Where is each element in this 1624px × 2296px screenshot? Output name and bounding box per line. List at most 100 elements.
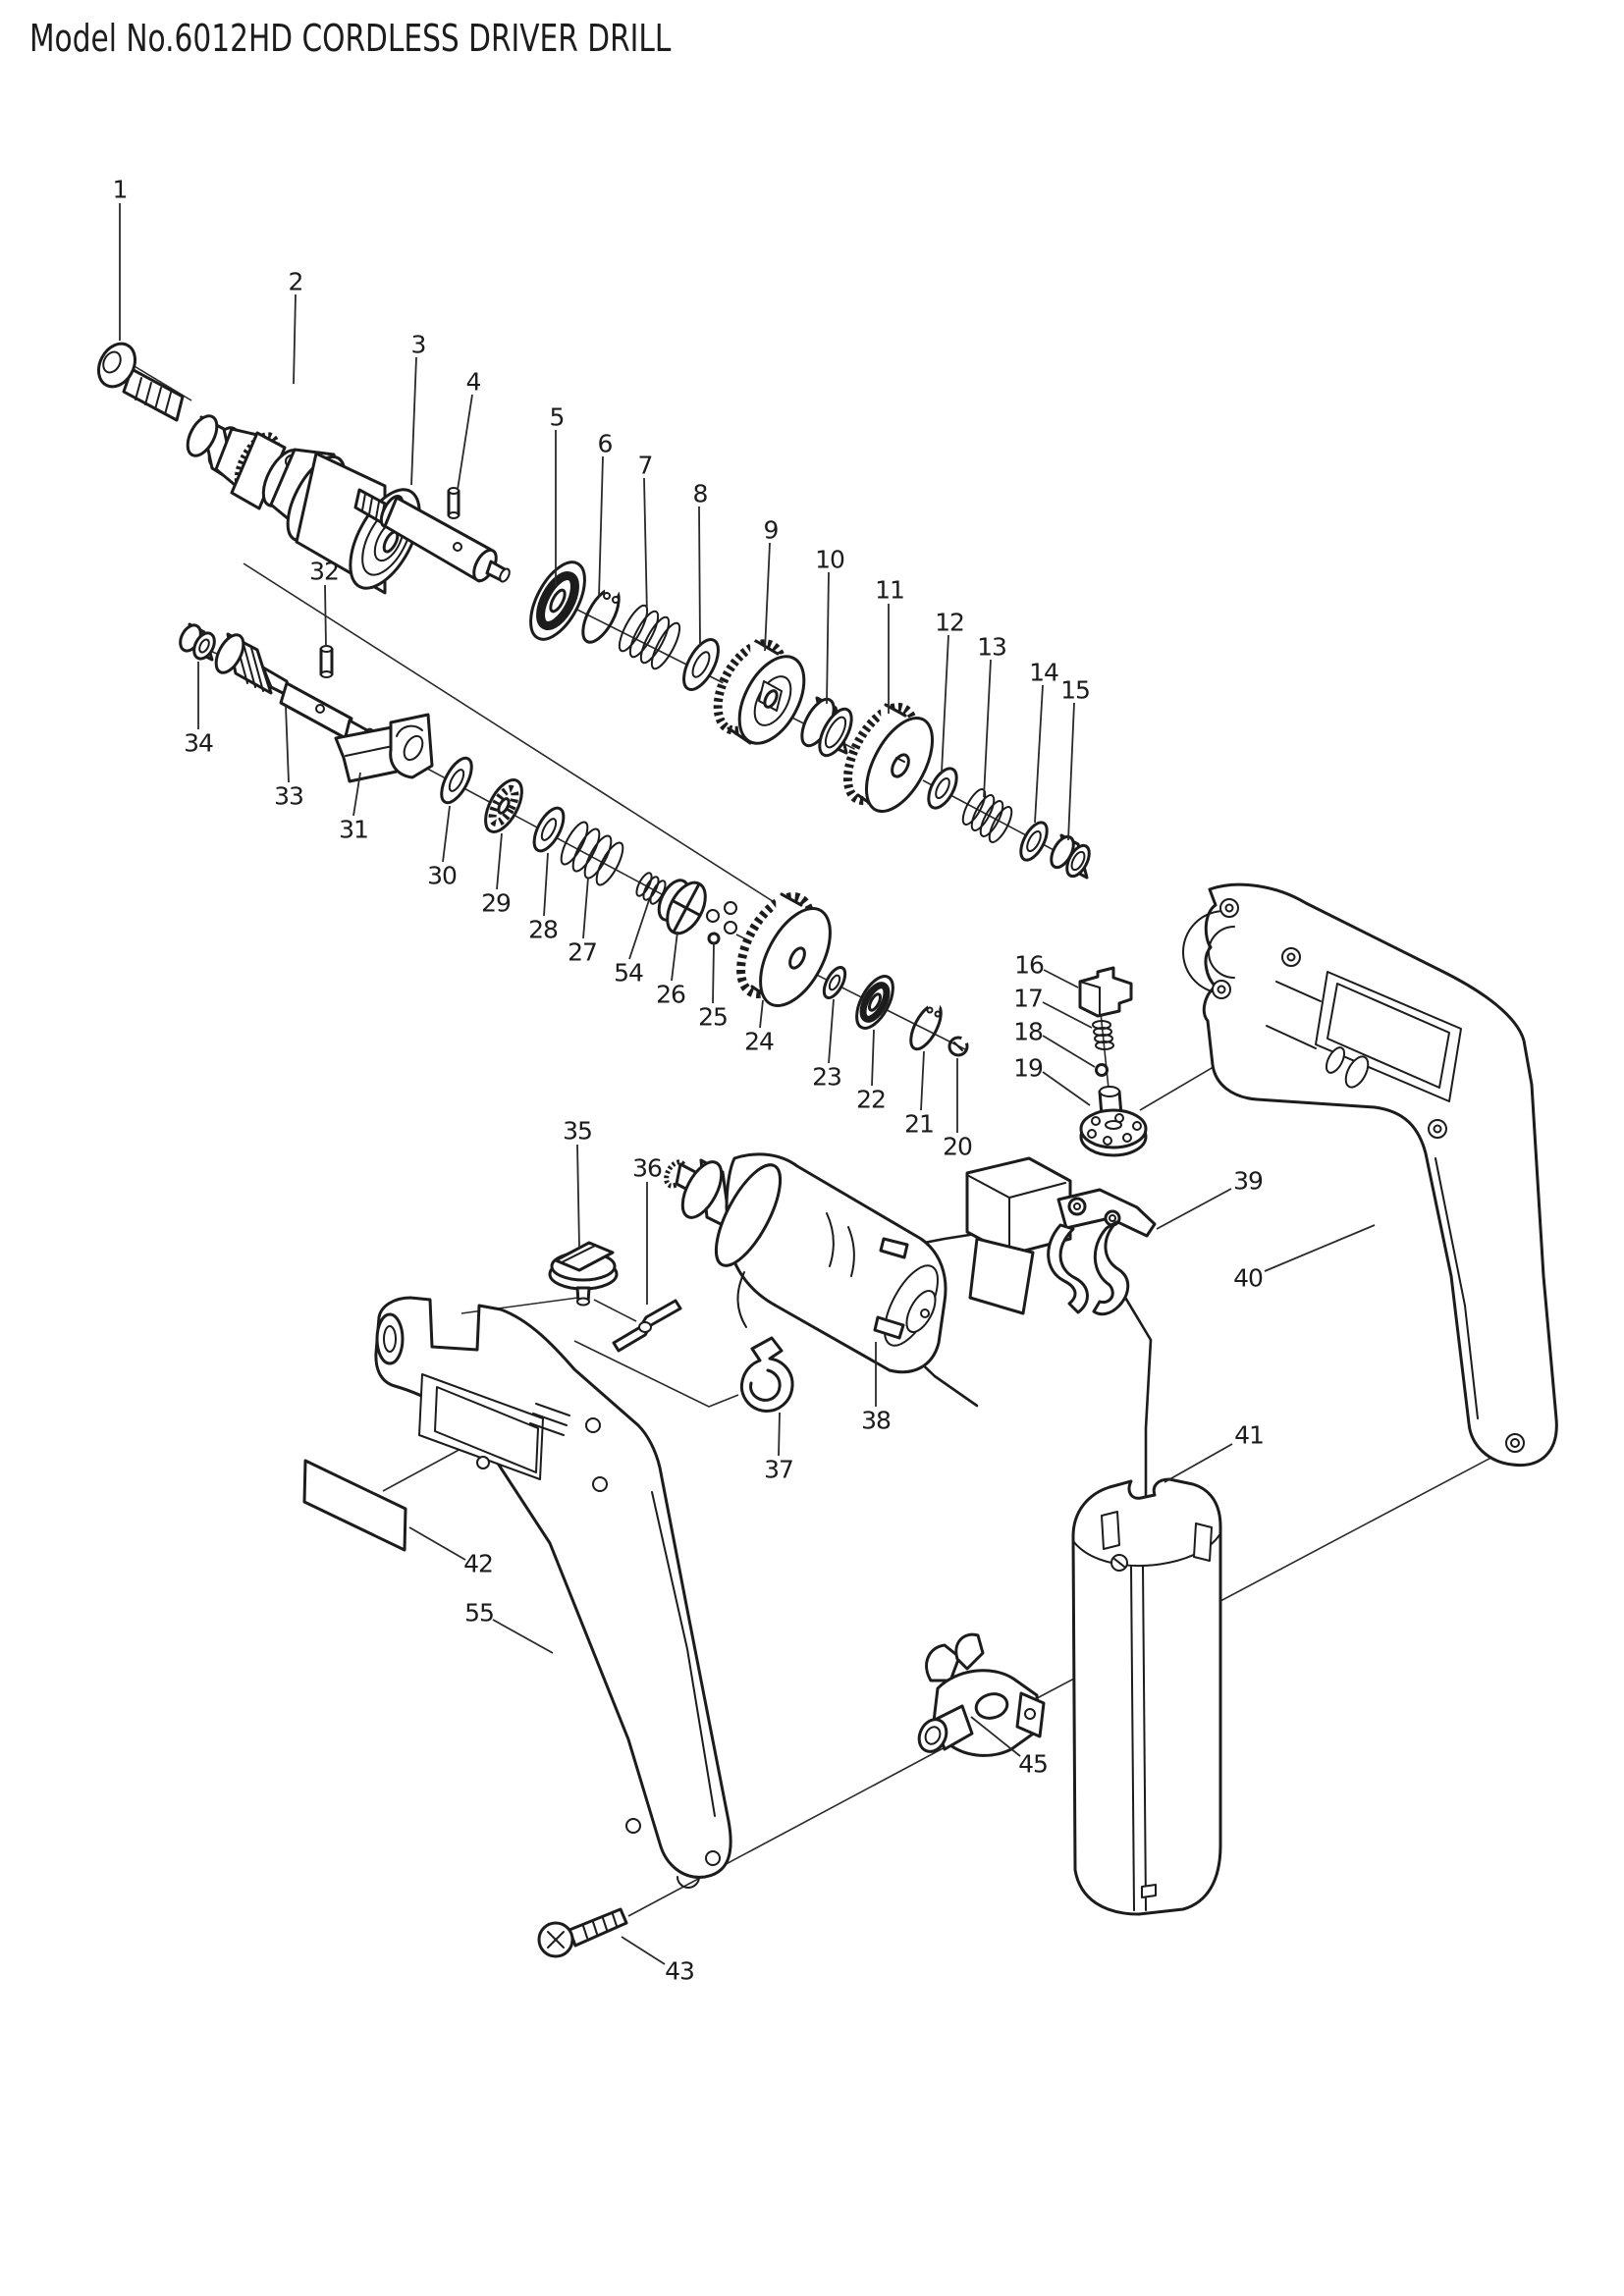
part-callout-7: 7	[638, 452, 653, 616]
part-number-29: 29	[481, 889, 511, 918]
part-callout-6: 6	[598, 430, 614, 598]
leader-line-41	[1164, 1443, 1233, 1483]
part-number-21: 21	[904, 1110, 934, 1139]
part-25-balls-drawing	[706, 901, 737, 945]
part-number-39: 39	[1233, 1167, 1263, 1196]
leader-line-43	[621, 1936, 666, 1965]
part-38-motor-drawing	[664, 1152, 947, 1374]
part-45-bracket-drawing	[917, 1632, 1046, 1757]
part-1-screw-drawing	[97, 342, 185, 422]
part-callout-12: 12	[935, 609, 965, 774]
part-callout-10: 10	[815, 546, 845, 705]
artwork-layer	[97, 342, 1558, 1958]
part-number-12: 12	[935, 609, 964, 637]
part-number-2: 2	[289, 268, 303, 296]
leader-line-17	[1042, 1001, 1093, 1029]
part-number-36: 36	[632, 1154, 662, 1183]
construction-line-4	[573, 1340, 739, 1408]
part-number-45: 45	[1018, 1750, 1048, 1779]
part-3-spindle-drawing	[353, 488, 511, 583]
part-number-34: 34	[184, 729, 213, 758]
part-number-27: 27	[568, 938, 597, 967]
leader-line-31	[352, 772, 361, 817]
part-number-14: 14	[1029, 659, 1058, 687]
part-number-33: 33	[274, 782, 303, 811]
part-number-35: 35	[563, 1117, 592, 1146]
part-2-chuck-drawing	[186, 414, 421, 595]
leader-line-18	[1042, 1035, 1096, 1068]
construction-line-1	[243, 562, 826, 935]
part-callout-34: 34	[184, 662, 214, 758]
part-23-washer-drawing	[822, 966, 847, 999]
leader-line-6	[598, 455, 604, 598]
part-55-housing-left-drawing	[374, 1296, 732, 1889]
part-callout-5: 5	[550, 403, 565, 586]
part-number-30: 30	[427, 862, 457, 890]
part-number-4: 4	[466, 368, 481, 397]
leader-line-40	[1264, 1224, 1376, 1272]
part-labels-layer: 1234567891011121314151617181920212223242…	[113, 176, 1376, 1986]
construction-lines-layer	[132, 364, 1518, 1917]
part-callout-29: 29	[481, 832, 512, 918]
part-number-11: 11	[875, 576, 904, 605]
part-20-eclip-drawing	[947, 1036, 969, 1057]
part-callout-11: 11	[875, 576, 905, 714]
part-callout-36: 36	[632, 1154, 663, 1305]
part-13-spring-drawing	[961, 788, 1013, 843]
leader-line-55	[492, 1619, 554, 1654]
part-callout-14: 14	[1029, 659, 1059, 824]
part-27-spring-drawing	[560, 821, 624, 886]
part-callout-24: 24	[744, 999, 775, 1056]
leader-line-25	[712, 942, 715, 1004]
part-callout-20: 20	[943, 1058, 973, 1161]
part-number-18: 18	[1013, 1018, 1043, 1046]
part-12-washer-drawing	[927, 767, 958, 810]
part-35-knob-drawing	[548, 1241, 619, 1307]
part-22-bearing-drawing	[855, 975, 894, 1030]
part-number-38: 38	[861, 1407, 891, 1435]
part-number-42: 42	[463, 1550, 493, 1578]
part-callout-16: 16	[1014, 951, 1079, 988]
part-26-gear-drawing	[657, 879, 707, 935]
part-5-bearing-drawing	[529, 561, 586, 641]
part-number-32: 32	[309, 558, 339, 586]
lead-wire-2	[1108, 1269, 1153, 1502]
leader-line-37	[778, 1412, 781, 1457]
part-29-clutch-plate-drawing	[484, 778, 523, 833]
part-callout-33: 33	[274, 705, 304, 811]
part-number-1: 1	[113, 176, 128, 204]
part-number-5: 5	[550, 403, 565, 432]
leader-line-26	[671, 931, 678, 982]
part-32-pin-drawing	[319, 645, 334, 678]
part-number-13: 13	[977, 633, 1006, 662]
part-number-37: 37	[764, 1456, 793, 1484]
part-41-battery-drawing	[1071, 1477, 1222, 1916]
part-callout-30: 30	[427, 805, 458, 890]
part-number-10: 10	[815, 546, 844, 574]
leader-line-27	[582, 877, 589, 939]
part-callout-15: 15	[1060, 676, 1091, 841]
part-8-washer-drawing	[682, 638, 720, 691]
part-callout-27: 27	[568, 877, 598, 967]
part-callout-43: 43	[621, 1936, 695, 1986]
part-31-bracket-drawing	[334, 713, 434, 783]
leader-line-28	[543, 852, 549, 917]
part-14-washer-drawing	[1019, 821, 1049, 862]
leader-line-2	[293, 294, 297, 385]
part-callout-4: 4	[457, 368, 482, 491]
part-callout-13: 13	[977, 633, 1007, 798]
part-callout-40: 40	[1233, 1224, 1376, 1293]
part-6-circlip-drawing	[581, 584, 621, 644]
part-callout-37: 37	[764, 1412, 794, 1484]
part-34-cap-drawing	[179, 622, 216, 662]
leader-line-39	[1156, 1188, 1232, 1230]
leader-line-3	[410, 356, 417, 486]
part-callout-8: 8	[693, 480, 709, 647]
part-11-gear-drawing	[842, 702, 935, 815]
part-callout-21: 21	[904, 1050, 935, 1139]
part-number-15: 15	[1060, 676, 1090, 705]
part-callout-54: 54	[614, 896, 651, 988]
part-number-8: 8	[693, 480, 708, 508]
part-number-25: 25	[698, 1003, 728, 1032]
